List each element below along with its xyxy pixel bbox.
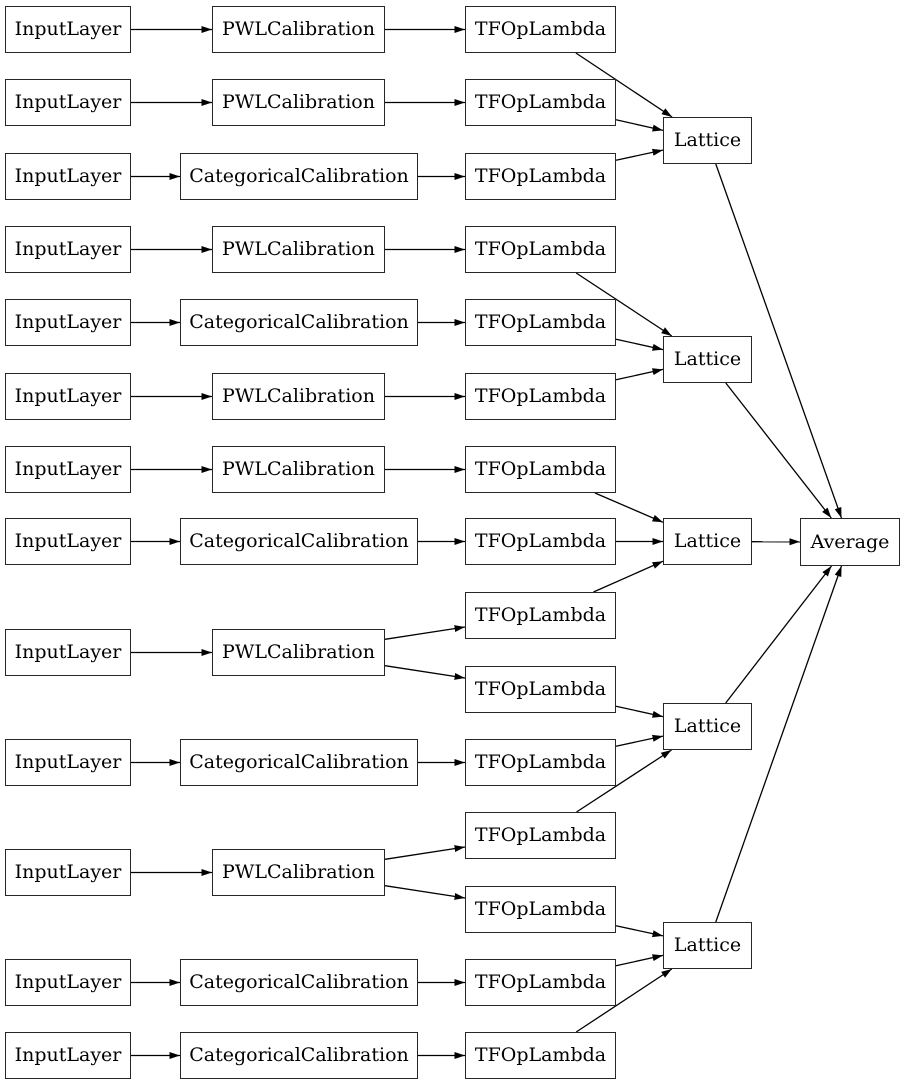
edge-tfop-9-to-lattice-3 — [593, 560, 664, 593]
node-lattice-1: Lattice — [663, 117, 752, 164]
edge-tfop-3-to-lattice-1 — [615, 148, 664, 161]
node-lattice-3: Lattice — [663, 518, 752, 565]
edge-tfop-14-to-lattice-5 — [615, 954, 664, 967]
edge-pwlcal-9-to-tfop-9 — [384, 625, 466, 640]
node-lattice-2: Lattice — [663, 336, 752, 383]
node-tfop-11: TFOpLambda — [465, 739, 616, 786]
node-input-11: InputLayer — [5, 849, 131, 896]
edge-tfop-6-to-lattice-2 — [615, 368, 664, 381]
node-pwlcal-1: PWLCalibration — [212, 6, 385, 53]
edge-tfop-11-to-lattice-4 — [615, 734, 664, 747]
node-catcal-10: CategoricalCalibration — [180, 739, 418, 786]
node-average: Average — [800, 518, 900, 566]
edge-tfop-5-to-lattice-2 — [615, 338, 664, 351]
node-input-13: InputLayer — [5, 1032, 131, 1079]
edge-tfop-10-to-lattice-4 — [615, 705, 664, 718]
node-catcal-5: CategoricalCalibration — [180, 299, 418, 346]
node-tfop-4: TFOpLambda — [465, 226, 616, 273]
edge-lattice-4-to-average — [725, 565, 833, 704]
node-tfop-7: TFOpLambda — [465, 446, 616, 493]
node-input-8: InputLayer — [5, 518, 131, 565]
node-input-9: InputLayer — [5, 629, 131, 676]
node-input-4: InputLayer — [5, 226, 131, 273]
edge-pwlcal-11-to-tfop-13 — [384, 885, 466, 900]
edge-pwlcal-9-to-tfop-10 — [384, 665, 466, 680]
node-lattice-5: Lattice — [663, 922, 752, 969]
node-pwlcal-9: PWLCalibration — [212, 629, 385, 676]
node-tfop-9: TFOpLambda — [465, 592, 616, 639]
edge-lattice-2-to-average — [725, 382, 832, 519]
node-input-12: InputLayer — [5, 959, 131, 1006]
node-catcal-12: CategoricalCalibration — [180, 959, 418, 1006]
node-tfop-13: TFOpLambda — [465, 886, 616, 933]
node-input-6: InputLayer — [5, 373, 131, 420]
node-tfop-15: TFOpLambda — [465, 1032, 616, 1079]
node-tfop-6: TFOpLambda — [465, 373, 616, 420]
node-pwlcal-11: PWLCalibration — [212, 849, 385, 896]
node-tfop-3: TFOpLambda — [465, 153, 616, 200]
edge-tfop-13-to-lattice-5 — [615, 925, 664, 938]
node-input-3: InputLayer — [5, 153, 131, 200]
node-tfop-5: TFOpLambda — [465, 299, 616, 346]
node-tfop-1: TFOpLambda — [465, 6, 616, 53]
node-tfop-2: TFOpLambda — [465, 79, 616, 126]
node-pwlcal-7: PWLCalibration — [212, 446, 385, 493]
node-pwlcal-2: PWLCalibration — [212, 79, 385, 126]
node-input-1: InputLayer — [5, 6, 131, 53]
node-catcal-13: CategoricalCalibration — [180, 1032, 418, 1079]
edge-pwlcal-11-to-tfop-12 — [384, 845, 466, 860]
node-lattice-4: Lattice — [663, 703, 752, 750]
node-pwlcal-6: PWLCalibration — [212, 373, 385, 420]
node-tfop-14: TFOpLambda — [465, 959, 616, 1006]
node-pwlcal-4: PWLCalibration — [212, 226, 385, 273]
node-input-2: InputLayer — [5, 79, 131, 126]
node-tfop-12: TFOpLambda — [465, 812, 616, 859]
node-tfop-8: TFOpLambda — [465, 518, 616, 565]
node-catcal-3: CategoricalCalibration — [180, 153, 418, 200]
node-input-10: InputLayer — [5, 739, 131, 786]
node-tfop-10: TFOpLambda — [465, 666, 616, 713]
node-input-5: InputLayer — [5, 299, 131, 346]
node-input-7: InputLayer — [5, 446, 131, 493]
edge-tfop-2-to-lattice-1 — [615, 119, 664, 132]
node-catcal-8: CategoricalCalibration — [180, 518, 418, 565]
